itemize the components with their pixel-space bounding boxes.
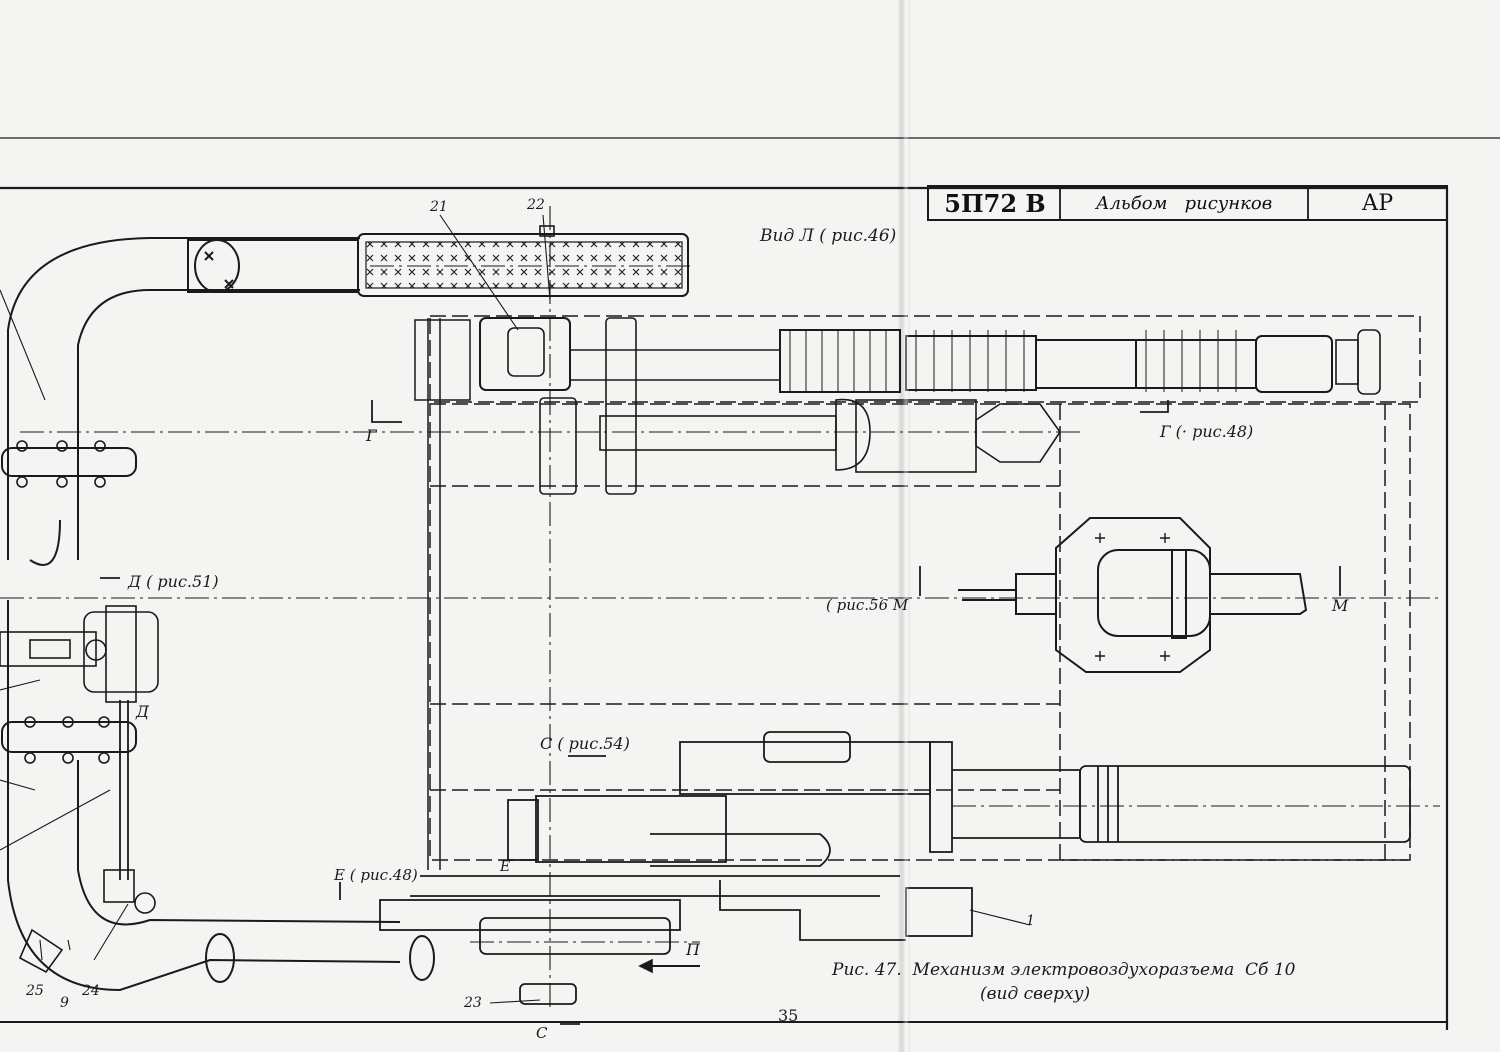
callout-9: 9 — [60, 995, 69, 1011]
dashed-outlines — [429, 315, 1421, 861]
section-markers — [100, 400, 1341, 1025]
callout-24: 24 — [82, 983, 100, 999]
lower-air-pipe — [7, 519, 435, 992]
callout-23: 23 — [464, 995, 482, 1011]
section-g-mark: Г — [366, 426, 377, 445]
figure-caption: Рис. 47. Механизм электровоздухоразъема … — [832, 960, 1296, 980]
valve-assembly-d — [0, 605, 159, 974]
callout-25: 25 — [26, 983, 44, 999]
leader-lines — [0, 214, 1031, 1004]
main-air-pipe — [7, 237, 360, 560]
center-lines — [0, 206, 1440, 1010]
spring-actuator-top — [479, 317, 1381, 495]
arrow-p-label: П — [686, 940, 700, 959]
section-c-mark: С — [536, 1024, 548, 1042]
cable-coil-bundle — [357, 225, 689, 297]
section-d-ref: Д ( рис.51) — [128, 572, 219, 591]
drawing-code: 5П72 В — [944, 188, 1046, 218]
section-g-ref: Г (· рис.48) — [1160, 422, 1254, 441]
lower-cylinder-assembly — [379, 731, 1411, 1005]
figure-caption-subtitle: (вид сверху) — [980, 984, 1091, 1004]
callout-21: 21 — [430, 199, 448, 215]
cylinder-g — [599, 398, 1061, 473]
callout-1: 1 — [1026, 913, 1035, 929]
album-title: Альбом рисунков — [1095, 192, 1273, 214]
section-m-ref: ( рис.56 М — [826, 596, 909, 614]
coupler-head-m — [958, 517, 1308, 673]
section-e-mark: Е — [500, 859, 511, 875]
paper-fold — [898, 0, 910, 1052]
sheet-mark: АР — [1361, 190, 1394, 216]
section-c-ref: С ( рис.54) — [540, 734, 630, 753]
page-number: 35 — [778, 1006, 799, 1025]
view-l-label: Вид Л ( рис.46) — [760, 226, 897, 246]
pipe-clamps — [1, 440, 137, 764]
section-m-mark: М — [1332, 596, 1349, 615]
section-e-ref: Е ( рис.48) — [334, 866, 418, 884]
section-d-mark: Д — [136, 702, 150, 721]
callout-22: 22 — [527, 197, 545, 213]
